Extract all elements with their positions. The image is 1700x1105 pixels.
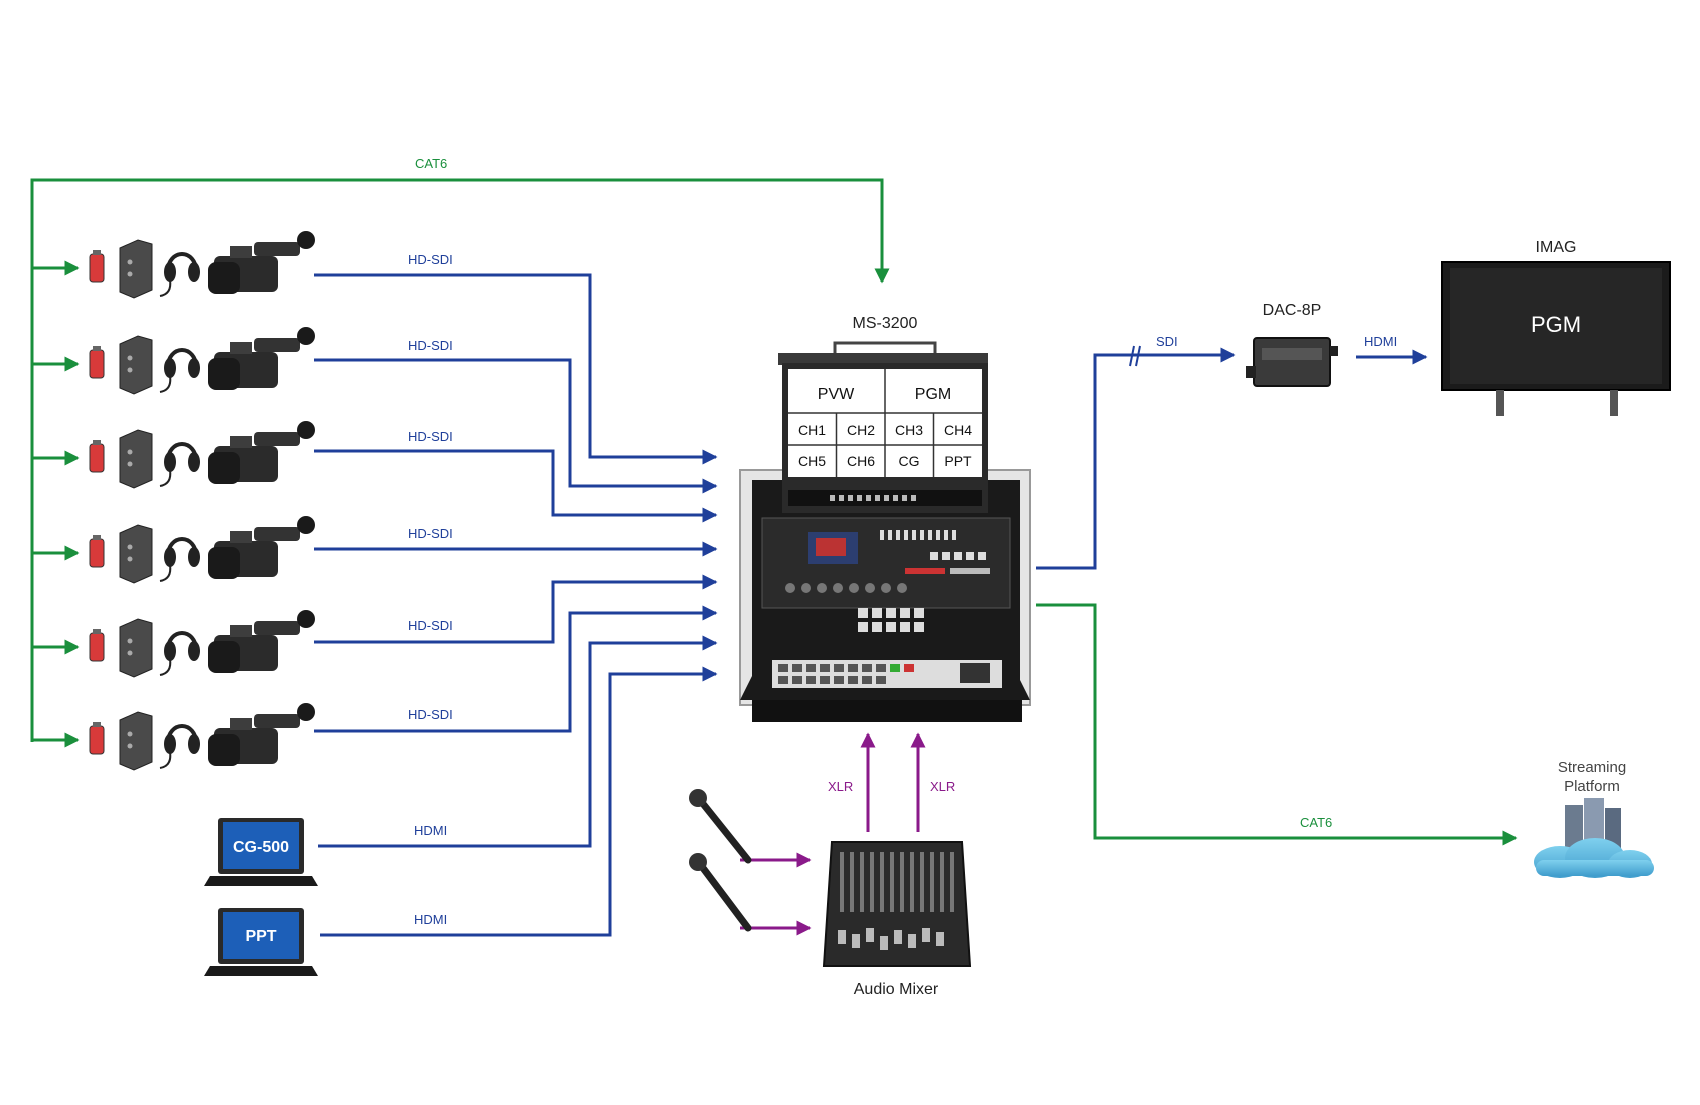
mv-ch5: CH5 [798,453,826,469]
hdmi-label-cg: HDMI [414,823,447,838]
mv-ch1: CH1 [798,422,826,438]
camera-row-2 [89,327,315,395]
tally-light-icon [89,346,105,379]
mv-pgm: PGM [915,386,951,403]
headset-icon [159,252,200,297]
headset-icon [159,724,200,769]
laptop-cg500: CG-500 [204,818,318,886]
hdsdi-label-6: HD-SDI [408,707,453,722]
switcher-label: MS-3200 [853,315,918,332]
camera-adapter-icon [119,524,153,584]
sdi-output-line [1036,347,1236,570]
tally-light-icon [89,250,105,283]
streaming-label-1: Streaming [1558,759,1626,776]
mv-pvw: PVW [818,386,855,403]
microphone-icon [689,789,752,864]
camera-adapter-icon [119,429,153,489]
camera-adapter-icon [119,711,153,771]
hdsdi-label-3: HD-SDI [408,429,453,444]
camera-adapter-icon [119,618,153,678]
xlr-label-2: XLR [930,779,955,794]
camera-row-3 [89,421,315,489]
camcorder-icon [208,516,315,579]
imag-label: IMAG [1536,239,1577,256]
converter-label: DAC-8P [1263,302,1322,319]
camcorder-icon [208,327,315,390]
audio-mixer-icon [822,841,972,967]
mv-cg: CG [899,453,920,469]
headset-icon [159,442,200,487]
tally-light-icon [89,722,105,755]
xlr-lines [740,732,926,936]
tally-light-icon [89,440,105,473]
headset-icon [159,631,200,676]
mv-ppt: PPT [944,453,972,469]
camera-row-6 [89,703,315,771]
cat6-top-label: CAT6 [415,156,447,171]
laptop-icon [204,908,318,976]
camcorder-icon [208,703,315,766]
switcher-unit: PVW PGM CH1 CH2 CH3 CH4 CH5 CH6 CG PPT [739,341,1031,722]
streaming-label-2: Platform [1564,778,1620,795]
camera-row-1 [89,231,315,299]
hdsdi-input-lines [314,273,718,937]
cat6-stream-label: CAT6 [1300,815,1332,830]
audio-mixer-label: Audio Mixer [854,981,939,998]
microphone-icon [689,853,752,932]
laptop-ppt: PPT [204,908,318,976]
mv-ch6: CH6 [847,453,875,469]
converter-icon [1246,337,1338,387]
cat6-stream-line [1036,603,1518,846]
camera-row-4 [89,516,315,584]
cloud-server-icon [1534,798,1654,878]
hdsdi-label-5: HD-SDI [408,618,453,633]
headset-icon [159,537,200,582]
tally-light-icon [89,535,105,568]
cat6-top-line [30,178,890,748]
laptop-cg-label: CG-500 [233,839,289,856]
mv-ch4: CH4 [944,422,972,438]
sdi-label: SDI [1156,334,1178,349]
hdsdi-label-2: HD-SDI [408,338,453,353]
camcorder-icon [208,421,315,484]
hdmi-out-label: HDMI [1364,334,1397,349]
laptop-icon [204,818,318,886]
laptop-ppt-label: PPT [245,928,276,945]
imag-pgm-label: PGM [1531,312,1581,337]
headset-icon [159,348,200,393]
monitor-icon [1441,261,1671,416]
camcorder-icon [208,610,315,673]
sdi-break-mark [1129,345,1141,367]
camera-row-5 [89,610,315,678]
camcorder-icon [208,231,315,294]
camera-adapter-icon [119,239,153,299]
mv-ch2: CH2 [847,422,875,438]
xlr-label-1: XLR [828,779,853,794]
hdsdi-label-4: HD-SDI [408,526,453,541]
camera-rows [89,231,315,771]
mv-ch3: CH3 [895,422,923,438]
camera-adapter-icon [119,335,153,395]
tally-light-icon [89,629,105,662]
hdsdi-label-1: HD-SDI [408,252,453,267]
hdmi-label-ppt: HDMI [414,912,447,927]
